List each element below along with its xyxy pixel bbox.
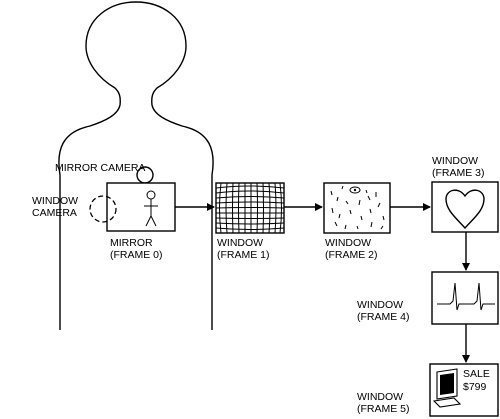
window-camera-icon: [89, 195, 117, 223]
frame2-label-line1: WINDOW: [325, 237, 371, 249]
window-frame-5: SALE $799: [429, 363, 499, 417]
frame3-label-line2: (FRAME 3): [432, 167, 485, 179]
frame5-label-line1: WINDOW: [357, 391, 403, 403]
mirror-camera-label: MIRROR CAMERA: [55, 162, 145, 174]
sale-price: $799: [463, 381, 487, 393]
mirror-frame-0: [106, 182, 176, 232]
sale-label: SALE: [463, 368, 490, 380]
ecg-waveform-icon: [437, 282, 495, 311]
frame3-label-line1: WINDOW: [432, 155, 478, 167]
frame4-label-line1: WINDOW: [357, 299, 403, 311]
window-camera-label-line1: WINDOW: [32, 195, 78, 207]
person-silhouette: [58, 1, 214, 330]
window-frame-4: [431, 271, 499, 325]
frame4-label-line2: (FRAME 4): [357, 311, 410, 323]
window-frame-3: [431, 181, 499, 233]
frame5-label-line2: (FRAME 5): [357, 403, 410, 415]
frame1-label-line2: (FRAME 1): [217, 249, 270, 261]
mirror-label-line2: (FRAME 0): [110, 249, 163, 261]
frame1-label-line1: WINDOW: [217, 237, 263, 249]
window-camera-label-line2: CAMERA: [32, 207, 77, 219]
heart-icon: [445, 189, 485, 230]
frame2-label-line2: (FRAME 2): [325, 249, 378, 261]
stick-figure-icon: [144, 190, 158, 227]
window-frame-2: [323, 182, 391, 234]
mirror-label-line1: MIRROR: [110, 237, 153, 249]
laptop-icon: [432, 368, 462, 408]
window-frame-1: [215, 182, 285, 234]
